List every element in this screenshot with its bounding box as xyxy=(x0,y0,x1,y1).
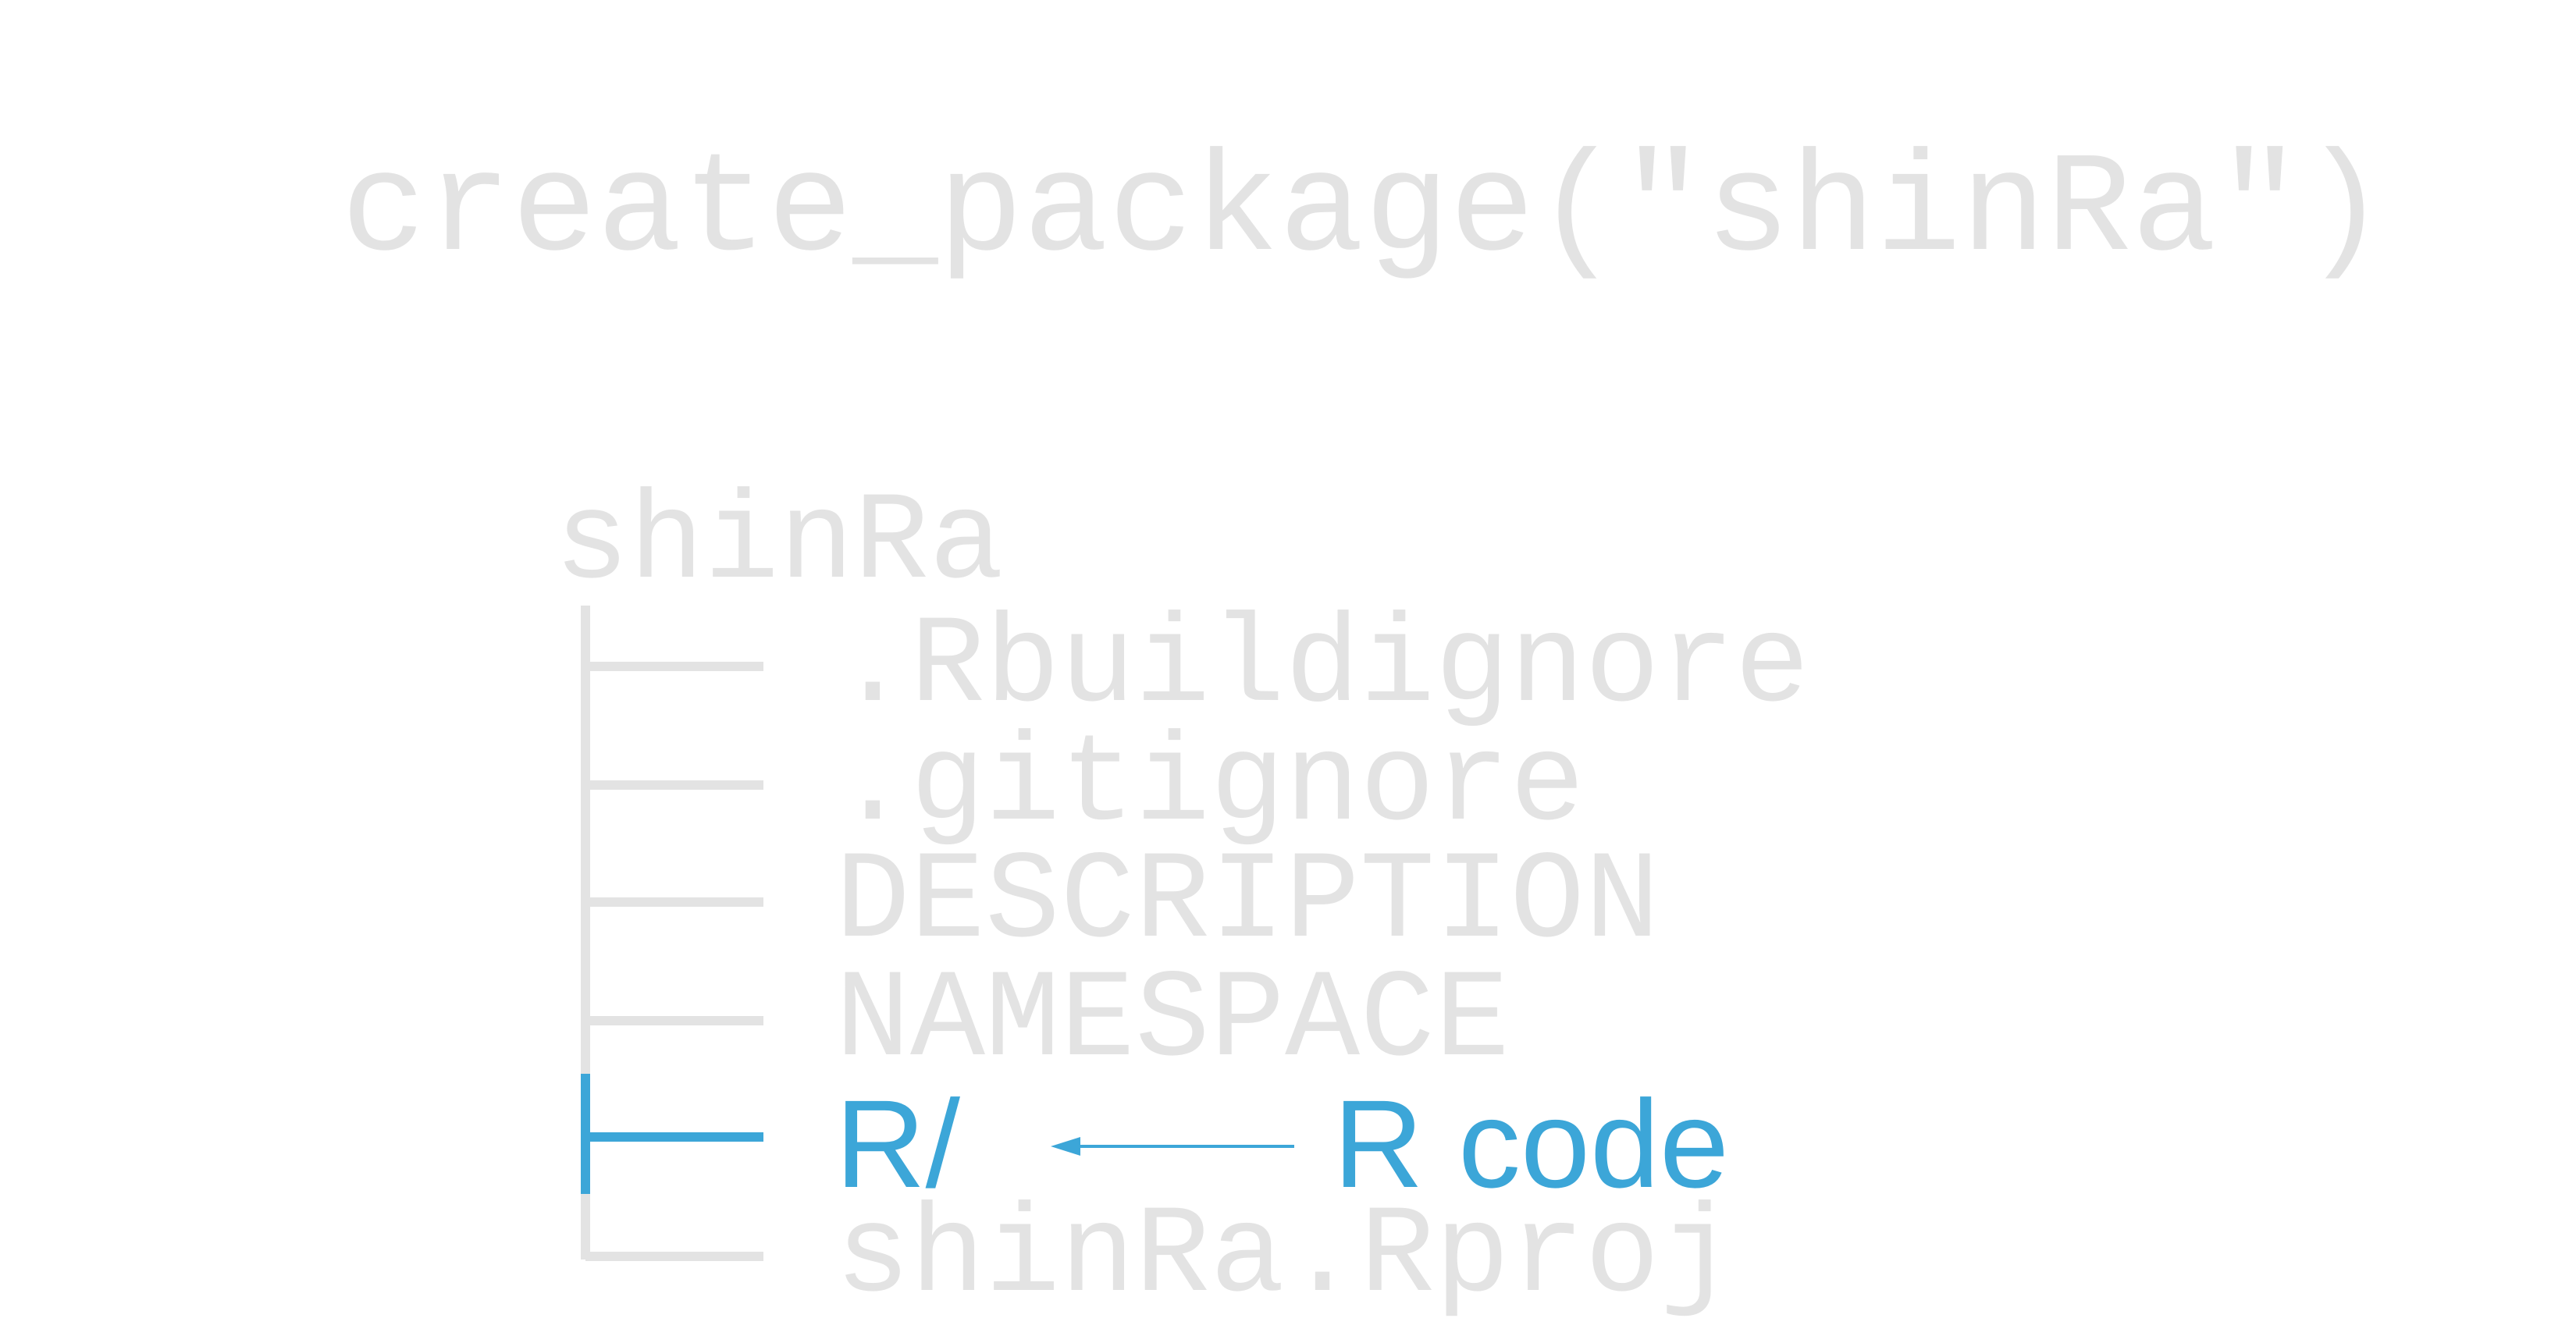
tree-item-rbuildignore: .Rbuildignore xyxy=(835,597,1810,738)
tree-item-rproj: shinRa.Rproj xyxy=(835,1187,1735,1328)
tree-item-description: DESCRIPTION xyxy=(835,833,1660,974)
tree-item-gitignore: .gitignore xyxy=(835,716,1585,857)
create-package-command: create_package("shinRa") xyxy=(341,130,2388,292)
annotation-arrowhead xyxy=(1051,1137,1080,1156)
tree-item-namespace: NAMESPACE xyxy=(835,951,1510,1093)
tree-item-r-folder: R/ xyxy=(835,1074,960,1213)
annotation-r-code: R code xyxy=(1333,1074,1729,1213)
tree-root-label: shinRa xyxy=(554,474,1005,615)
